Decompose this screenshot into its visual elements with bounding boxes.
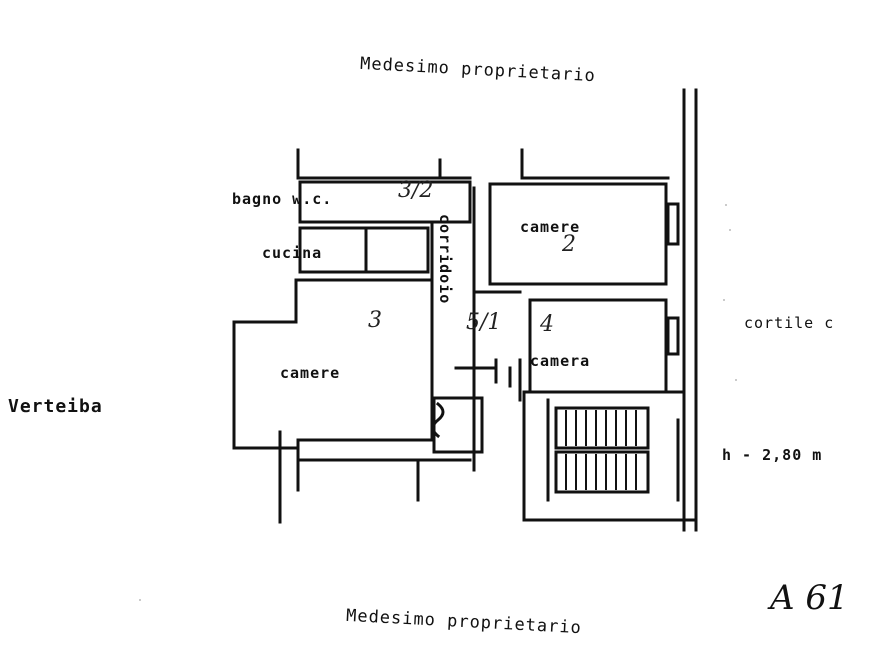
height-note-label: h - 2,80 m bbox=[722, 446, 823, 464]
room-top-right-label: camere bbox=[520, 218, 581, 236]
sheet-reference: A 61 bbox=[770, 578, 849, 618]
courtyard-label: cortile c bbox=[744, 314, 835, 332]
room-left-mark: 3 bbox=[368, 308, 382, 333]
corridor-mark: 5/1 bbox=[466, 310, 502, 335]
bath-label: bagno w.c. bbox=[232, 190, 333, 208]
room-left-label: camere bbox=[280, 364, 341, 382]
room-bottom-right-label: camera bbox=[530, 352, 591, 370]
room-right-mark: 4 bbox=[540, 312, 554, 337]
room-top-mark: 2 bbox=[562, 232, 576, 257]
kitchen-label: cucina bbox=[262, 244, 323, 262]
bath-mark: 3/2 bbox=[398, 178, 434, 203]
left-side-label: Verteiba bbox=[8, 396, 103, 417]
corridor-label: corridoio bbox=[436, 214, 454, 305]
